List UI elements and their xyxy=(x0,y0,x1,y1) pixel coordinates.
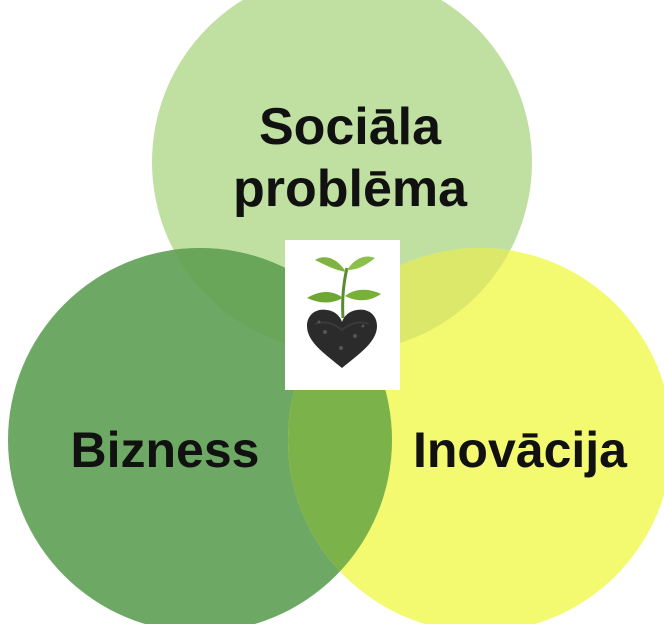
label-business-text: Bizness xyxy=(70,422,260,478)
label-innovation-text: Inovācija xyxy=(413,422,627,478)
center-image xyxy=(285,240,400,390)
label-business: Bizness xyxy=(60,420,270,480)
label-innovation: Inovācija xyxy=(400,420,640,480)
label-social-problem-line2: problēma xyxy=(232,160,468,218)
label-social-problem: Sociāla problēma xyxy=(220,96,480,220)
label-social-problem-line1: Sociāla xyxy=(258,98,442,156)
plant-sprout-heart-soil-icon xyxy=(307,256,381,368)
